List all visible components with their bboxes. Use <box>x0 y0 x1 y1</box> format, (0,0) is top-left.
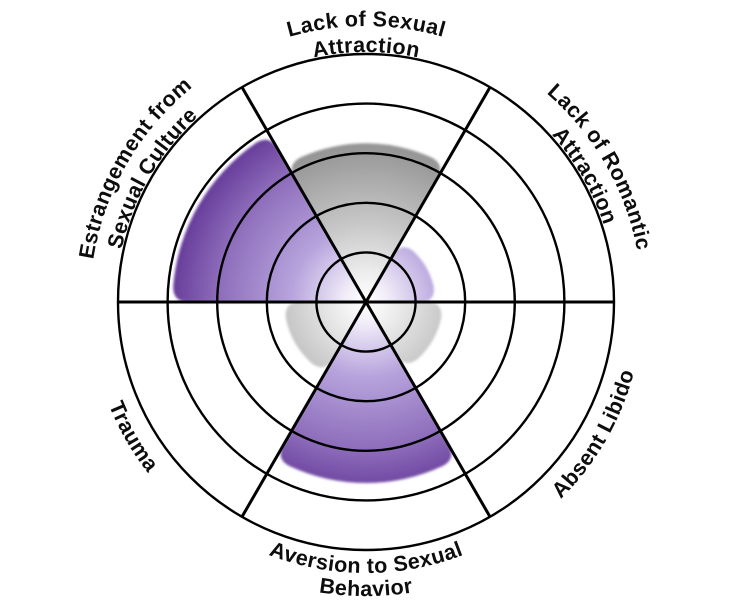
sector-label-aversion-to-sexual-behavior: Behavior <box>318 573 414 600</box>
wedge-lack-of-sexual-attraction <box>291 143 441 302</box>
sector-label-trauma: Trauma <box>104 398 164 477</box>
sector-label-absent-libido: Absent Libido <box>547 367 639 503</box>
wedge-trauma <box>285 302 366 368</box>
wedge-fills <box>173 139 452 484</box>
polar-grid <box>116 52 616 552</box>
sector-label-aversion-to-sexual-behavior: Aversion to Sexual <box>267 537 466 578</box>
grid-spoke-120 <box>240 86 492 518</box>
wedge-estrangement-from-sexual-culture <box>173 139 366 302</box>
wedge-lack-of-romantic-attraction <box>366 247 434 302</box>
sector-label-lack-of-sexual-attraction: Attraction <box>310 33 422 63</box>
wedge-aversion-to-sexual-behavior <box>280 302 452 484</box>
